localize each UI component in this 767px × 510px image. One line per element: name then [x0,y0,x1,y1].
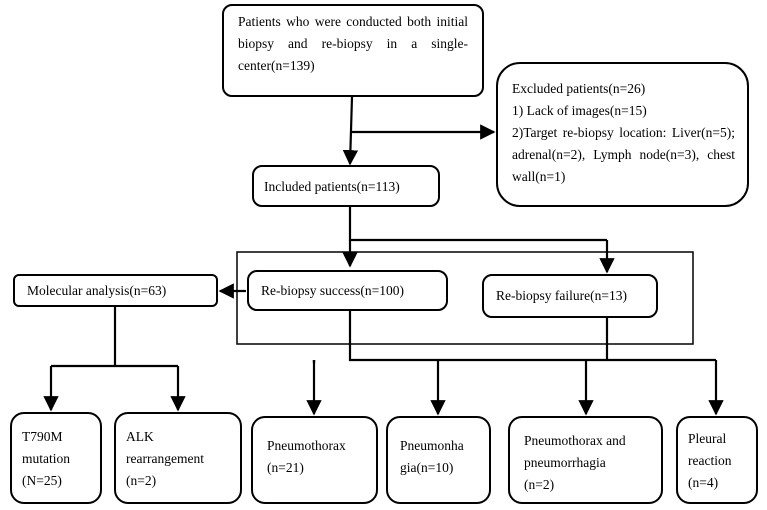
pneumorrhagia-box: Pneumonha gia(n=10) [386,416,491,504]
pleural-reaction-box: Pleural reaction (n=4) [676,416,758,504]
t790m-box: T790M mutation (N=25) [10,412,102,504]
pneumorrhagia-text: Pneumonha gia(n=10) [400,438,464,475]
t790m-text: T790M mutation (N=25) [22,429,70,488]
excluded-title: Excluded patients(n=26) [512,81,646,96]
included-text: Included patients(n=113) [264,179,400,194]
excluded-line-2: 2)Target re-biopsy location: Liver(n=5);… [512,125,735,184]
success-text: Re-biopsy success(n=100) [261,283,404,298]
outcome-group-frame [236,251,694,345]
molecular-box: Molecular analysis(n=63) [13,274,218,307]
alk-text: ALK rearrangement (n=2) [126,429,204,488]
pneumothorax-box: Pneumothorax (n=21) [251,416,378,504]
failure-box: Re-biopsy failure(n=13) [482,274,658,318]
arrow-start-to-included [342,96,359,166]
molecular-text: Molecular analysis(n=63) [27,283,167,298]
pneumothorax-text: Pneumothorax (n=21) [267,438,346,475]
start-box: Patients who were conducted both initial… [222,4,484,97]
excluded-box: Excluded patients(n=26) 1) Lack of image… [496,62,749,207]
excluded-line-1: 1) Lack of images(n=15) [512,103,647,118]
included-box: Included patients(n=113) [252,165,440,207]
pneumothorax-and-pneumorrhagia-box: Pneumothorax and pneumorrhagia (n=2) [508,416,663,504]
success-box: Re-biopsy success(n=100) [247,270,448,311]
failure-text: Re-biopsy failure(n=13) [496,288,627,303]
start-box-text: Patients who were conducted both initial… [238,14,468,73]
pneumothorax-and-pneumorrhagia-text: Pneumothorax and pneumorrhagia (n=2) [524,433,626,492]
alk-box: ALK rearrangement (n=2) [114,412,242,504]
pleural-reaction-text: Pleural reaction (n=4) [688,431,732,490]
